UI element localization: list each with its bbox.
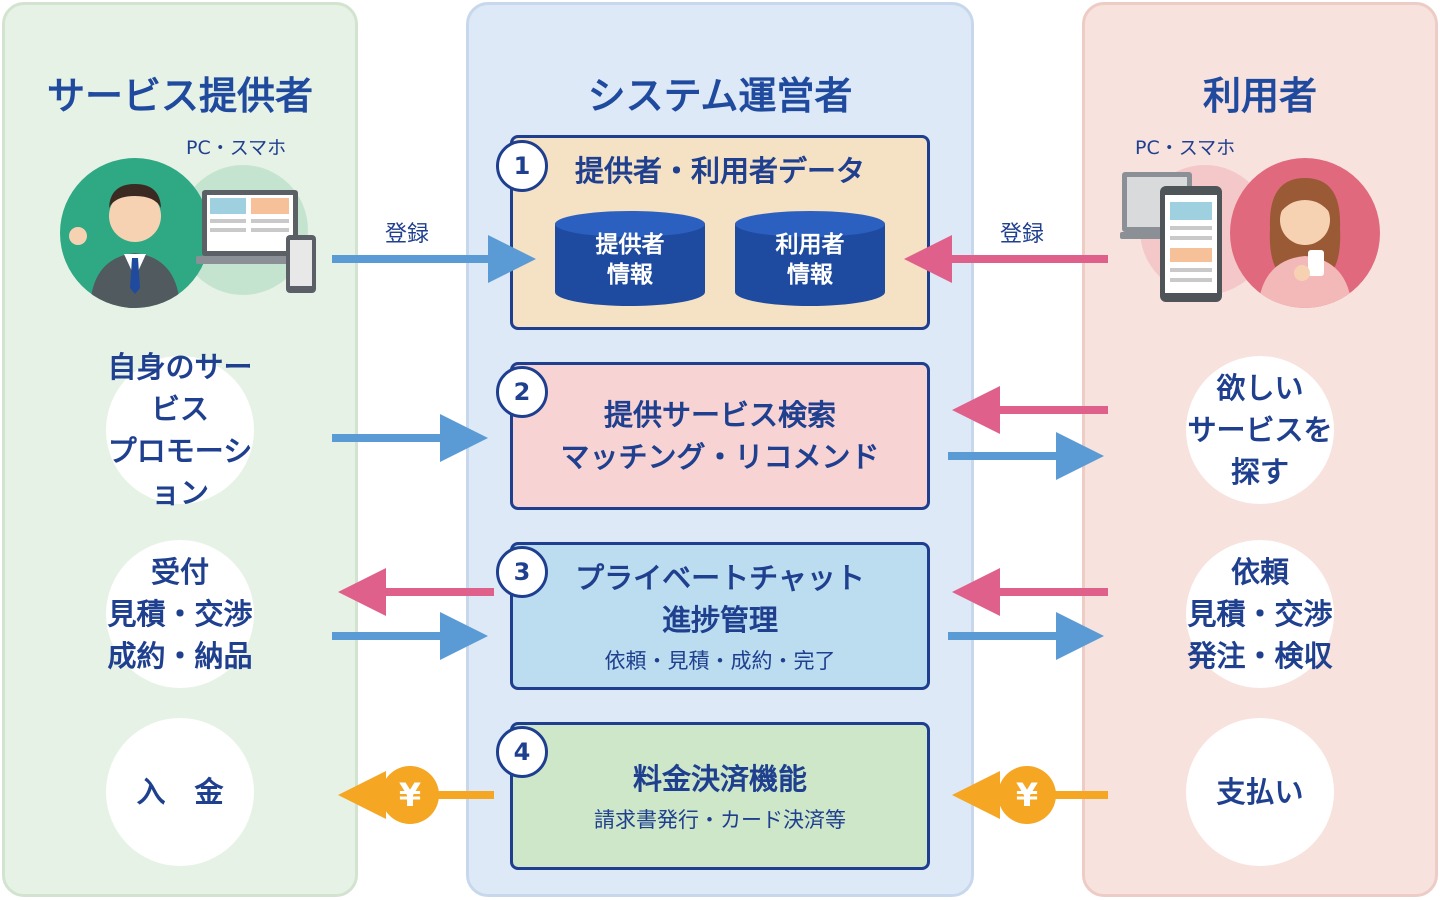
user-title: 利用者 — [1202, 74, 1317, 118]
provider-title: サービス提供者 — [46, 74, 313, 118]
request-process-text: 依頼 見積・交渉 発注・検収 — [1187, 555, 1333, 673]
operator-title: システム運営者 — [587, 74, 853, 118]
register-label-left: 登録 — [385, 222, 430, 247]
deposit-circle: 入 金 — [106, 718, 254, 866]
provider-db-label: 提供者 情報 — [595, 232, 665, 288]
search-service-text: 欲しい サービスを探す — [1187, 371, 1333, 489]
businessman-icon — [60, 158, 210, 308]
yen-icon-left: ¥ — [381, 766, 439, 824]
promotion-text: 自身のサービス プロモーション — [107, 350, 253, 510]
tablet-phone-icon — [1120, 172, 1222, 302]
search-service-circle: 欲しい サービスを探す — [1186, 356, 1334, 504]
step-4-badge: 4 — [496, 726, 548, 778]
payment-box-title: 料金決済機能 — [632, 762, 807, 796]
register-label-right: 登録 — [1000, 222, 1045, 247]
woman-icon — [1230, 158, 1380, 308]
laptop-phone-icon — [196, 190, 316, 293]
provider-device-label: PC・スマホ — [186, 137, 287, 159]
chat-box: プライベートチャット 進捗管理 依頼・見積・成約・完了 — [510, 542, 930, 690]
payment-box-sub: 請求書発行・カード決済等 — [594, 808, 846, 832]
provider-db-icon — [555, 211, 705, 306]
matching-box: 提供サービス検索 マッチング・リコメンド — [510, 362, 930, 510]
matching-box-title: 提供サービス検索 マッチング・リコメンド — [560, 398, 880, 474]
deposit-text: 入 金 — [136, 775, 224, 809]
step-1-badge: 1 — [496, 140, 548, 192]
user-db-icon — [735, 211, 885, 306]
order-process-circle: 受付 見積・交渉 成約・納品 — [106, 540, 254, 688]
payment-box: 料金決済機能 請求書発行・カード決済等 — [510, 722, 930, 870]
payment-text: 支払い — [1216, 775, 1304, 809]
step-3-badge: 3 — [496, 546, 548, 598]
user-device-label: PC・スマホ — [1135, 137, 1236, 159]
chat-box-title: プライベートチャット 進捗管理 — [575, 561, 865, 637]
payment-circle: 支払い — [1186, 718, 1334, 866]
order-process-text: 受付 見積・交渉 成約・納品 — [107, 555, 253, 673]
user-db-label: 利用者 情報 — [775, 232, 845, 288]
step-2-badge: 2 — [496, 366, 548, 418]
promotion-circle: 自身のサービス プロモーション — [106, 350, 254, 510]
data-box-title: 提供者・利用者データ — [574, 154, 865, 188]
chat-box-sub: 依頼・見積・成約・完了 — [604, 649, 836, 673]
yen-icon-right: ¥ — [998, 766, 1056, 824]
request-process-circle: 依頼 見積・交渉 発注・検収 — [1186, 540, 1334, 688]
